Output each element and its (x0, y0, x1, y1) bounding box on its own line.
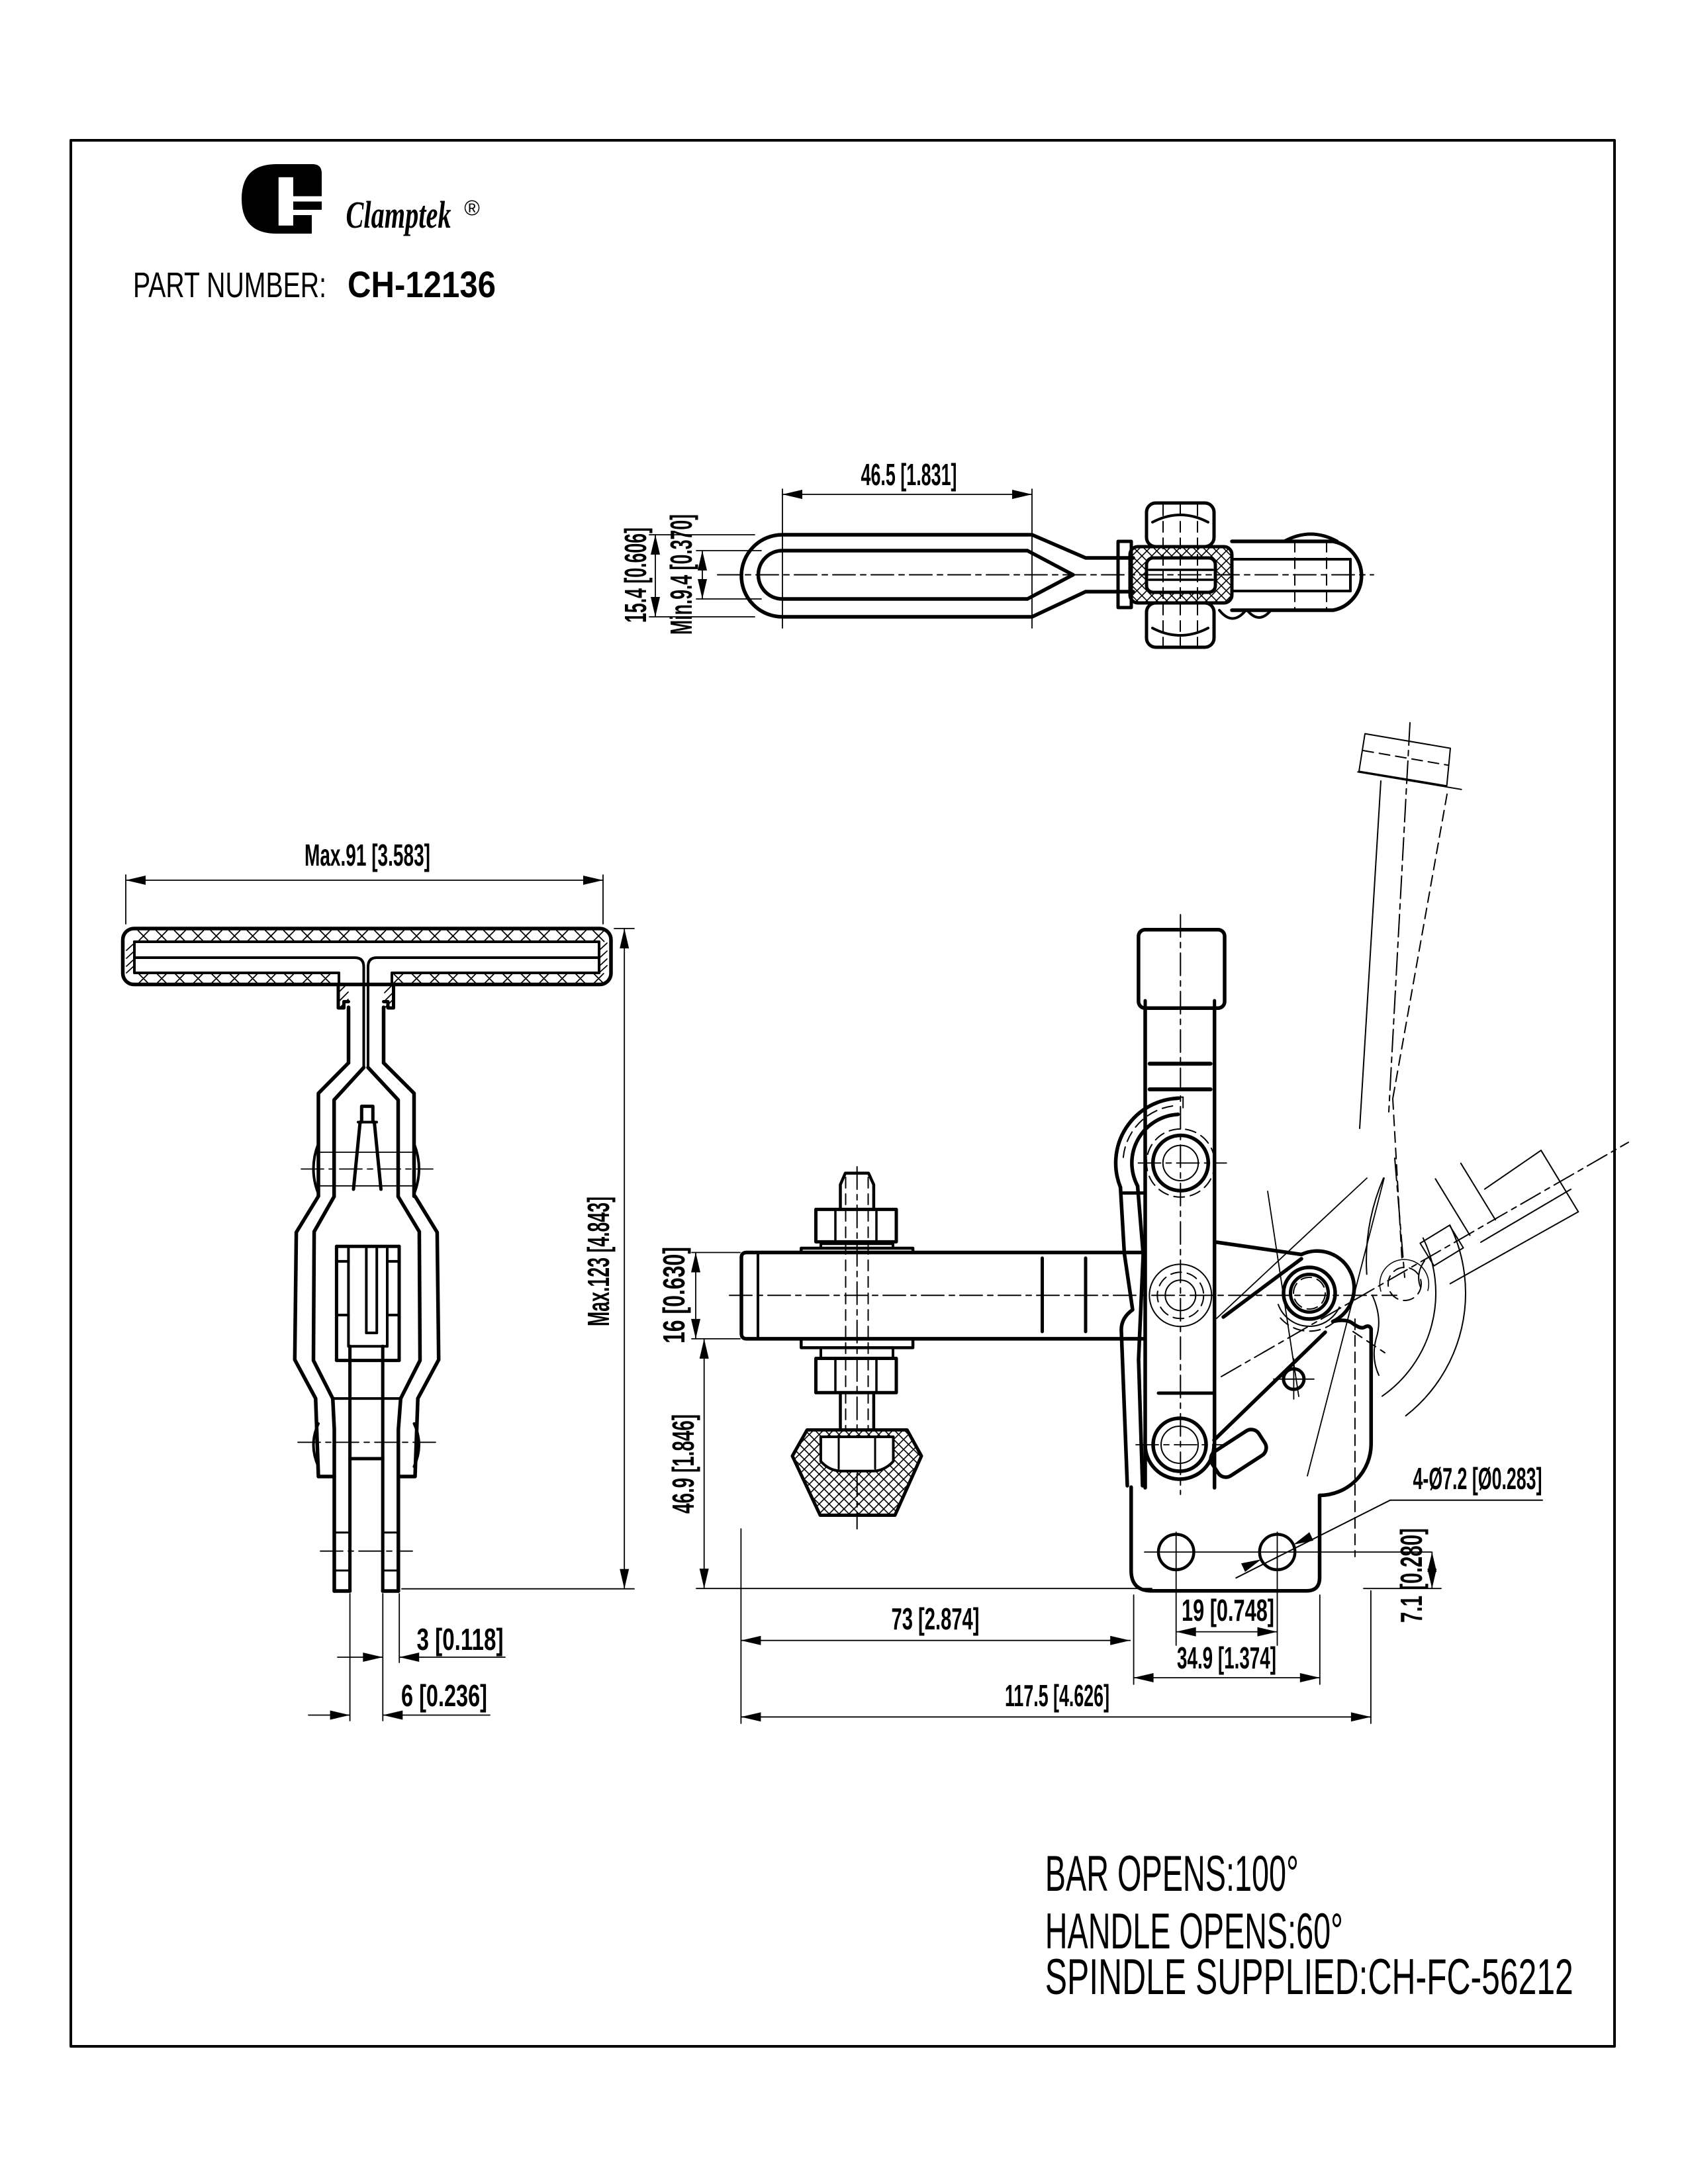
svg-text:Clamptek: Clamptek (346, 193, 451, 236)
svg-text:Min.9.4 [0.370]: Min.9.4 [0.370] (664, 514, 698, 635)
svg-text:4-Ø7.2 [Ø0.283]: 4-Ø7.2 [Ø0.283] (1413, 1461, 1542, 1496)
svg-text:7.1 [0.280]: 7.1 [0.280] (1394, 1528, 1429, 1623)
svg-text:BAR OPENS:100°: BAR OPENS:100° (1045, 1846, 1299, 1902)
svg-text:34.9 [1.374]: 34.9 [1.374] (1177, 1641, 1276, 1675)
svg-text:PART NUMBER:: PART NUMBER: (133, 265, 326, 305)
svg-text:SPINDLE SUPPLIED:CH-FC-56212: SPINDLE SUPPLIED:CH-FC-56212 (1045, 1949, 1573, 2005)
svg-text:HANDLE OPENS:60°: HANDLE OPENS:60° (1045, 1903, 1343, 1960)
svg-text:®: ® (464, 196, 480, 220)
svg-text:117.5 [4.626]: 117.5 [4.626] (1005, 1678, 1109, 1713)
svg-text:Max.123 [4.843]: Max.123 [4.843] (581, 1197, 616, 1326)
svg-text:16 [0.630]: 16 [0.630] (657, 1247, 691, 1343)
svg-text:Max.91 [3.583]: Max.91 [3.583] (305, 838, 430, 872)
svg-text:46.9 [1.846]: 46.9 [1.846] (666, 1414, 700, 1514)
svg-text:15.4 [0.606]: 15.4 [0.606] (618, 527, 653, 623)
svg-text:73 [2.874]: 73 [2.874] (892, 1602, 980, 1636)
svg-text:CH-12136: CH-12136 (348, 263, 496, 305)
svg-text:46.5 [1.831]: 46.5 [1.831] (861, 457, 957, 492)
svg-text:19 [0.748]: 19 [0.748] (1182, 1593, 1274, 1627)
svg-text:6 [0.236]: 6 [0.236] (401, 1678, 487, 1713)
svg-text:3 [0.118]: 3 [0.118] (417, 1622, 504, 1657)
